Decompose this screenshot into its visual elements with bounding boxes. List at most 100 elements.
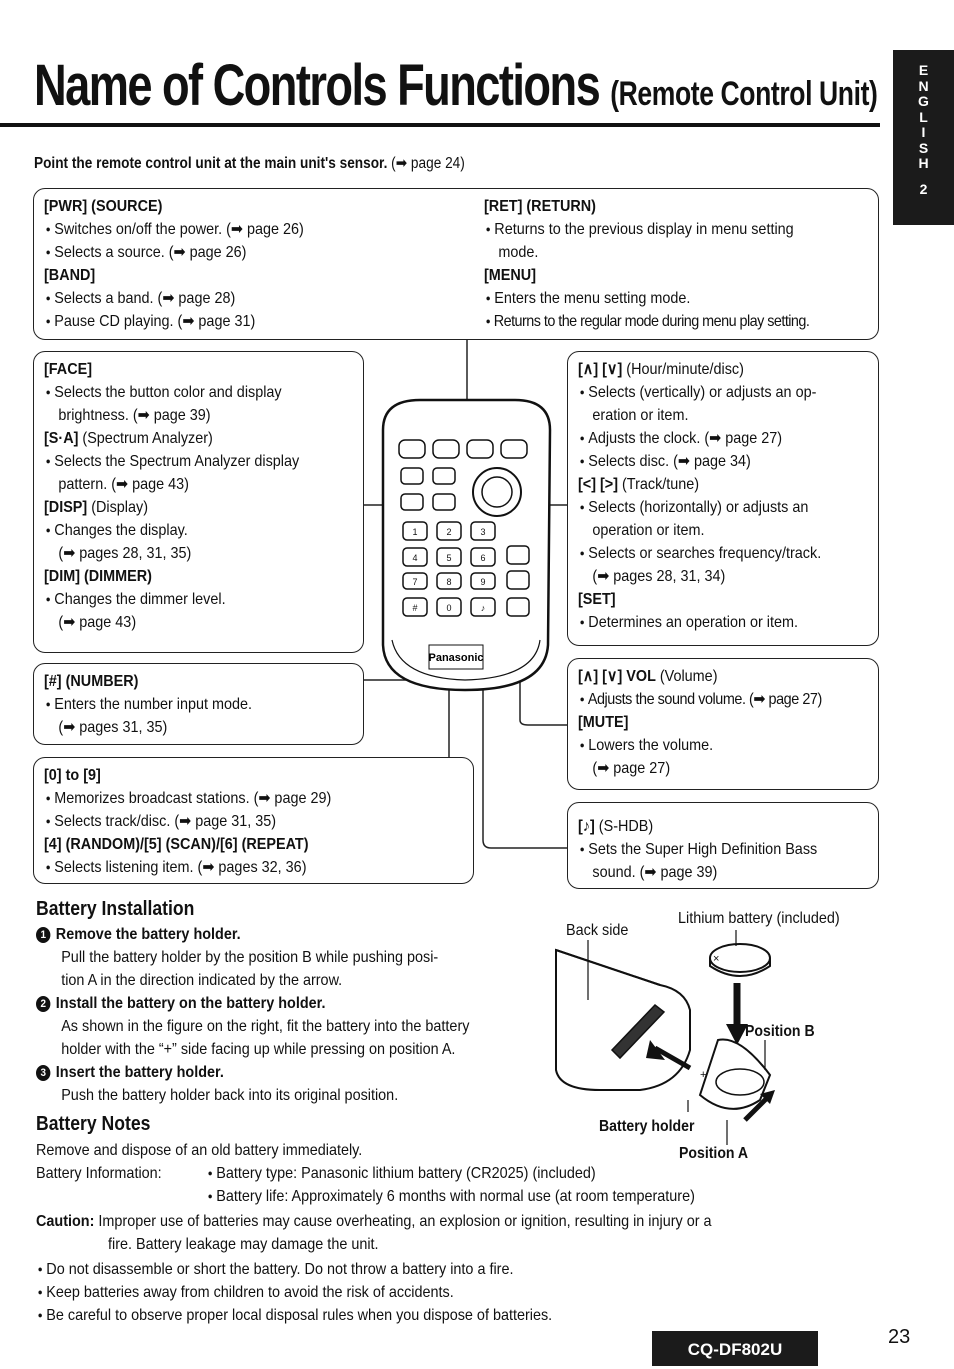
notes-info-life: Battery life: Approximately 6 months wit… [206,1185,695,1208]
heading-sa: [S·A] [44,430,79,447]
desc-line: Selects the Spectrum Analyzer display [44,450,365,473]
model-badge: CQ-DF802U [652,1331,818,1366]
label-position-b: Position B [745,1023,815,1040]
heading-digits: [0] to [9] [44,767,101,784]
push-arrow-icon [760,1090,775,1104]
title-rule [0,123,880,127]
down-arrow-icon [726,1024,748,1045]
heading-set: [SET] [578,591,616,608]
desc-line: mode. [498,244,539,261]
page-title: Name of Controls Functions (Remote Contr… [34,52,878,119]
box-pwr-ret: [PWR] (SOURCE) Switches on/off the power… [33,188,879,340]
remote-digit-shdb: ♪ [481,603,486,613]
heading-mute: [MUTE] [578,714,629,731]
tab-letter: G [918,93,929,109]
desc-line: Lowers the volume. [578,734,880,757]
step-3-text: Push the battery holder back into its or… [61,1087,399,1104]
caution-text: Improper use of batteries may cause over… [98,1213,712,1230]
step-1-text: Pull the battery holder by the position … [61,949,439,966]
desc-line: Changes the display. [44,519,365,542]
caution-text: fire. Battery leakage may damage the uni… [108,1236,379,1253]
heading-dimmer: [DIM] (DIMMER) [44,568,152,585]
step-1-text: tion A in the direction indicated by the… [61,972,343,989]
page-number: 23 [888,1326,911,1348]
intro-ref: (➡ page 24) [391,155,465,172]
label-back-side: Back side [566,922,629,939]
heading-random-scan-repeat: [4] (RANDOM)/[5] (SCAN)/[6] (REPEAT) [44,836,309,853]
desc-line: Selects (vertically) or adjusts an op- [578,381,880,404]
remote-digit-7: 7 [412,577,417,587]
desc-line: (➡ page 43) [58,614,137,631]
remote-digit-8: 8 [446,577,451,587]
box-shdb: [♪] (S-HDB) Sets the Super High Definiti… [567,802,879,889]
heading-sa-note: (Spectrum Analyzer) [78,430,213,447]
desc-line: Determines an operation or item. [578,611,880,634]
remote-digit-1: 1 [412,527,417,537]
desc-line: eration or item. [592,407,689,424]
notes-info-type: Battery type: Panasonic lithium battery … [206,1162,596,1185]
heading-shdb-note: (S-HDB) [594,818,654,835]
source-button-shape [398,439,426,459]
heading-band: [BAND] [44,267,96,284]
step-3-badge: 3 [36,1065,51,1081]
caution-label: Caution: [36,1213,95,1230]
box-number: [#] (NUMBER) Enters the number input mod… [33,663,364,745]
heading-disp-note: (Display) [87,499,149,516]
desc-line: sound. (➡ page 39) [592,864,718,881]
heading-face: [FACE] [44,361,92,378]
pull-arrow-icon [646,1040,665,1060]
leader-line-shdb [482,620,568,849]
desc-line: Enters the number input mode. [44,693,365,716]
label-battery-holder: Battery holder [599,1118,695,1135]
menu-button-shape [500,439,528,459]
desc-line: pattern. (➡ page 43) [58,476,189,493]
heading-number: [#] (NUMBER) [44,673,139,690]
tab-letter: L [919,108,928,125]
remote-digit-0: 0 [446,603,451,613]
tab-letter: E [918,62,929,78]
heading-shdb: [♪] [578,818,595,835]
heading-return: [RET] (RETURN) [484,198,596,215]
remote-digit-2: 2 [446,527,451,537]
heading-vol-note: (Volume) [655,668,718,685]
band-button-shape [432,439,460,459]
desc-line: (➡ page 27) [592,760,671,777]
notes-bullet: Be careful to observe proper local dispo… [36,1304,552,1327]
heading-menu: [MENU] [484,267,536,284]
box-vol: [∧] [∨] VOL (Volume) Adjusts the sound v… [567,658,879,790]
heading-vol: [∧] [∨] VOL [578,668,656,685]
desc-line: Selects a source. (➡ page 26) [44,241,345,264]
desc-line: (➡ pages 28, 31, 35) [58,545,192,562]
notes-bullet: Keep batteries away from children to avo… [36,1281,454,1304]
battery-slot [610,1003,666,1060]
box-digits: [0] to [9] Memorizes broadcast stations.… [33,757,474,884]
desc-line: Pause CD playing. (➡ page 31) [44,310,345,333]
svg-text:+: + [700,1069,706,1081]
notes-info-label: Battery Information: [36,1165,162,1182]
label-lithium-battery: Lithium battery (included) [678,910,840,927]
step-2-badge: 2 [36,996,51,1012]
desc-line: Returns to the previous display in menu … [484,218,858,241]
battery-figure: × + [555,930,775,1145]
desc-line: Sets the Super High Definition Bass [578,838,880,861]
heading-up-down: [∧] [∨] [578,361,623,378]
desc-line: Switches on/off the power. (➡ page 26) [44,218,345,241]
box-arrows: [∧] [∨] (Hour/minute/disc) Selects (vert… [567,351,879,646]
step-1-badge: 1 [36,927,51,943]
tab-letter: H [918,155,929,171]
heading-disp: [DISP] [44,499,88,516]
title-main: Name of Controls Functions [34,53,601,118]
notes-bullet: Do not disassemble or short the battery.… [36,1258,513,1281]
desc-line: brightness. (➡ page 39) [58,407,211,424]
leader-line-vol [519,610,568,726]
battery-notes-heading: Battery Notes [36,1113,151,1135]
desc-line: Adjusts the clock. (➡ page 27) [578,427,880,450]
step-2-title: Install the battery on the battery holde… [55,995,326,1012]
desc-line: Selects track/disc. (➡ page 31, 35) [44,810,475,833]
desc-line: Memorizes broadcast stations. (➡ page 29… [44,787,475,810]
desc-line: Selects a band. (➡ page 28) [44,287,345,310]
label-position-a: Position A [679,1145,749,1162]
svg-text:×: × [713,953,719,965]
